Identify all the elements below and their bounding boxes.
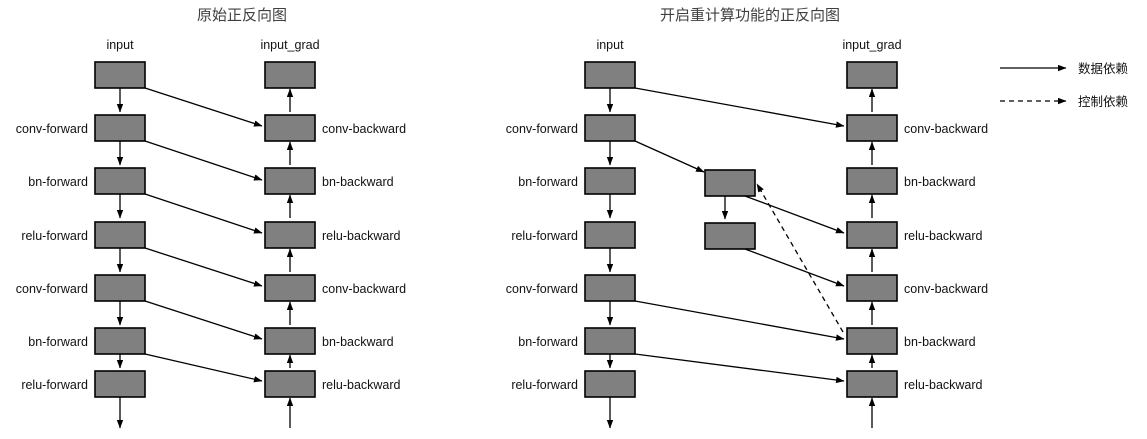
label-forward-bn-1-original: bn-forward: [28, 175, 88, 189]
panel-title-original: 原始正反向图: [197, 7, 287, 24]
node-r-backward-input-grad[interactable]: [846, 61, 898, 89]
edge-r-dep-2: [744, 195, 845, 234]
column-header-input-grad-original: input_grad: [260, 38, 319, 52]
legend-label-data-dependency: 数据依赖: [1078, 61, 1129, 76]
node-forward-bn-1[interactable]: [94, 167, 146, 195]
edge-r-dep-1: [634, 87, 845, 128]
edge-r-dep-5: [634, 353, 845, 384]
label-backward-conv-1-original: conv-backward: [322, 122, 406, 136]
label-r-forward-relu-2: relu-forward: [511, 378, 578, 392]
node-r-forward-bn-1[interactable]: [584, 167, 636, 195]
label-r-backward-relu-2: relu-backward: [904, 378, 983, 392]
node-backward-relu-2[interactable]: [264, 370, 316, 398]
label-r-forward-relu-1: relu-forward: [511, 229, 578, 243]
node-forward-bn-2[interactable]: [94, 327, 146, 355]
node-r-backward-bn-2[interactable]: [846, 327, 898, 355]
node-r-backward-conv-2[interactable]: [846, 274, 898, 302]
node-backward-conv-2[interactable]: [264, 274, 316, 302]
edge-dep-6: [144, 353, 263, 383]
edge-dep-1: [144, 87, 263, 127]
node-backward-conv-1[interactable]: [264, 114, 316, 142]
edge-r-dep-3: [744, 248, 845, 287]
label-r-backward-bn-1: bn-backward: [904, 175, 976, 189]
node-backward-input-grad[interactable]: [264, 61, 316, 89]
edge-dep-3: [144, 193, 263, 234]
node-forward-conv-2[interactable]: [94, 274, 146, 302]
column-header-input-recompute: input: [596, 38, 624, 52]
label-forward-bn-2-original: bn-forward: [28, 335, 88, 349]
label-forward-conv-1-original: conv-forward: [16, 122, 88, 136]
label-backward-relu-2-original: relu-backward: [322, 378, 401, 392]
label-r-backward-conv-2: conv-backward: [904, 282, 988, 296]
label-r-forward-conv-2: conv-forward: [506, 282, 578, 296]
panel-title-recompute: 开启重计算功能的正反向图: [660, 6, 840, 24]
edge-dep-4: [144, 247, 263, 287]
label-forward-conv-2-original: conv-forward: [16, 282, 88, 296]
node-r-backward-bn-1[interactable]: [846, 167, 898, 195]
panel-original: 原始正反向图 input input_grad: [16, 7, 406, 429]
node-r-backward-conv-1[interactable]: [846, 114, 898, 142]
label-backward-bn-2-original: bn-backward: [322, 335, 394, 349]
label-r-forward-conv-1: conv-forward: [506, 122, 578, 136]
node-forward-input[interactable]: [94, 61, 146, 89]
legend-label-control-dependency: 控制依赖: [1078, 94, 1129, 109]
panel-recompute: 开启重计算功能的正反向图 input input_grad: [506, 6, 988, 429]
label-backward-conv-2-original: conv-backward: [322, 282, 406, 296]
label-backward-relu-1-original: relu-backward: [322, 229, 401, 243]
node-forward-conv-1[interactable]: [94, 114, 146, 142]
node-r-backward-relu-2[interactable]: [846, 370, 898, 398]
node-r-forward-conv-1[interactable]: [584, 114, 636, 142]
edge-dep-5: [144, 300, 263, 340]
label-forward-relu-1-original: relu-forward: [21, 229, 88, 243]
edge-r-dep-recompute-1: [634, 140, 705, 173]
edge-r-dep-4: [634, 300, 845, 341]
label-r-backward-conv-1: conv-backward: [904, 122, 988, 136]
label-r-forward-bn-1: bn-forward: [518, 175, 578, 189]
column-header-input-original: input: [106, 38, 134, 52]
node-backward-bn-2[interactable]: [264, 327, 316, 355]
label-r-forward-bn-2: bn-forward: [518, 335, 578, 349]
column-header-input-grad-recompute: input_grad: [842, 38, 901, 52]
label-forward-relu-2-original: relu-forward: [21, 378, 88, 392]
node-r-forward-input[interactable]: [584, 61, 636, 89]
node-forward-relu-1[interactable]: [94, 221, 146, 249]
node-recompute-1[interactable]: [704, 169, 756, 197]
edge-control-dependency: [756, 183, 844, 333]
node-forward-relu-2[interactable]: [94, 370, 146, 398]
label-r-backward-relu-1: relu-backward: [904, 229, 983, 243]
node-r-backward-relu-1[interactable]: [846, 221, 898, 249]
node-r-forward-bn-2[interactable]: [584, 327, 636, 355]
node-r-forward-relu-2[interactable]: [584, 370, 636, 398]
node-r-forward-relu-1[interactable]: [584, 221, 636, 249]
node-backward-relu-1[interactable]: [264, 221, 316, 249]
label-r-backward-bn-2: bn-backward: [904, 335, 976, 349]
node-r-forward-conv-2[interactable]: [584, 274, 636, 302]
node-recompute-2[interactable]: [704, 222, 756, 250]
legend: 数据依赖 控制依赖: [1000, 61, 1129, 109]
node-backward-bn-1[interactable]: [264, 167, 316, 195]
edge-dep-2: [144, 140, 263, 181]
label-backward-bn-1-original: bn-backward: [322, 175, 394, 189]
